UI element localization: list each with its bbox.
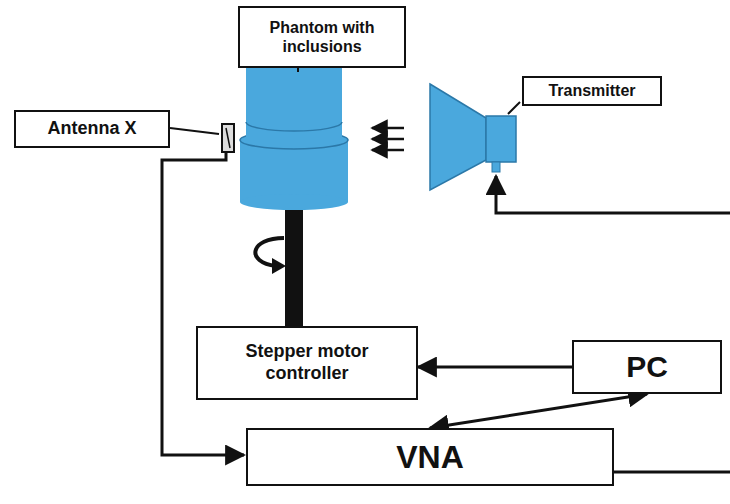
rotation-arrow: [255, 238, 284, 266]
callout-box: Phantom with inclusions: [238, 6, 406, 68]
horn-antenna: [430, 84, 516, 190]
signal-connector: [418, 366, 572, 369]
node-label: PC: [626, 349, 668, 385]
antenna-cable: [162, 152, 244, 455]
callout-box: Transmitter: [522, 76, 662, 106]
wave-arrows: [372, 128, 404, 150]
callout-box: Antenna X: [14, 110, 170, 148]
node-label: Stepper motor controller: [204, 341, 410, 384]
vna-box: VNA: [246, 428, 614, 486]
node-label: Transmitter: [548, 81, 635, 100]
leader-line: [170, 128, 219, 134]
vna-output-cable: [614, 471, 730, 474]
controller-box: Stepper motor controller: [196, 326, 418, 400]
node-label: Antenna X: [47, 118, 136, 140]
node-label: Phantom with inclusions: [246, 18, 398, 56]
leader-line: [297, 68, 299, 72]
rotation-arrowhead: [272, 258, 286, 274]
receive-antenna: [222, 124, 234, 152]
leader-line: [508, 102, 520, 114]
signal-connector: [430, 394, 647, 428]
motor-shaft: [285, 200, 303, 328]
antenna-element: [226, 128, 230, 148]
pc-box: PC: [572, 340, 722, 394]
transmitter-cable: [496, 176, 730, 213]
node-label: VNA: [396, 438, 464, 476]
